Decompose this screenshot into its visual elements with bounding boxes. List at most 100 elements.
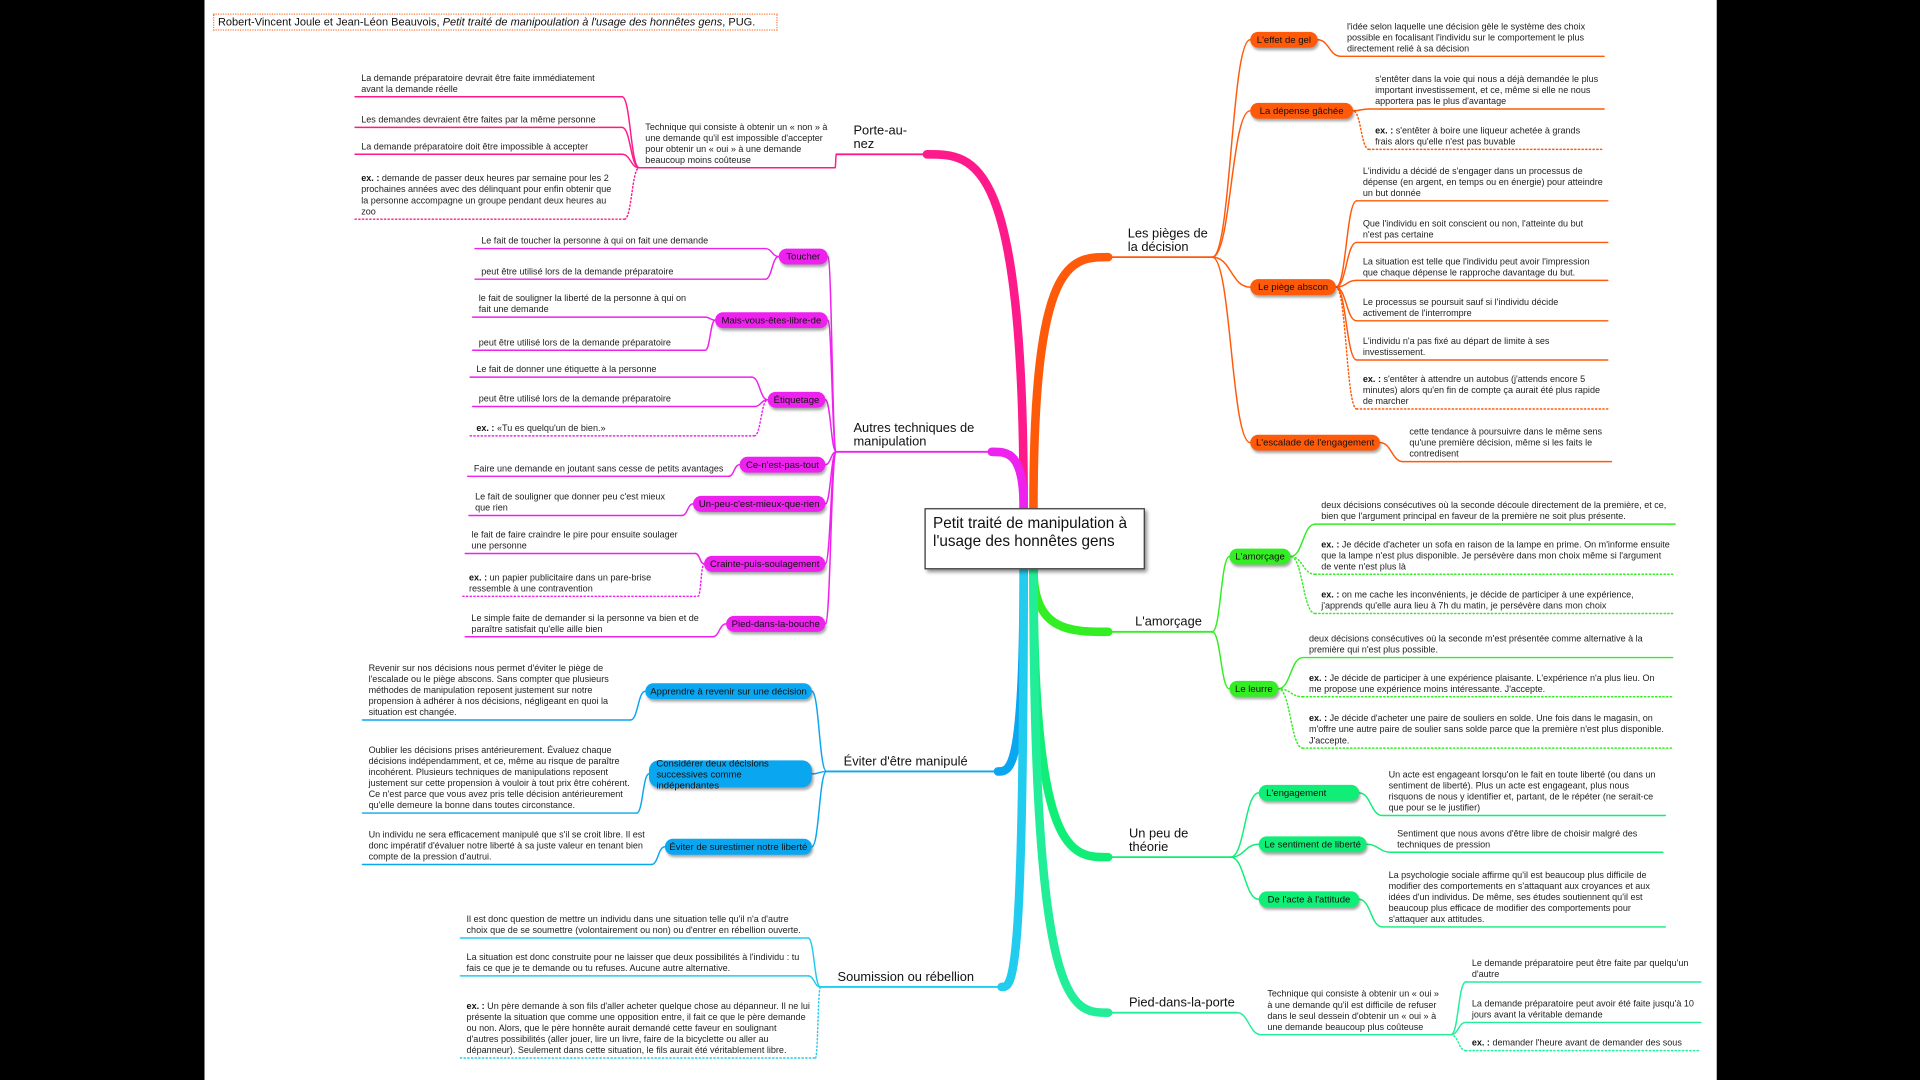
- node-mais-vous-etes-libre-de[interactable]: Mais-vous-êtes-libre-de: [715, 312, 828, 329]
- node-etiquetage[interactable]: Étiquetage: [767, 391, 826, 408]
- example-leaf[interactable]: ex. : Je décide de participer à une expé…: [1303, 667, 1673, 696]
- node-apprendre-a-revenir[interactable]: Apprendre à revenir sur une décision: [645, 683, 812, 700]
- leaf[interactable]: deux décisions consécutives où la second…: [1315, 496, 1675, 524]
- leaf-text: Je décide d'acheter une paire de soulier…: [1308, 712, 1664, 746]
- leaf-text: Je décide d'acheter un sofa en raison de…: [1321, 538, 1670, 572]
- node-considerer-deux-decisions[interactable]: Considérer deux décisions successives co…: [648, 757, 812, 790]
- example-leaf[interactable]: ex. : «Tu es quelqu'un de bien.»: [470, 419, 754, 436]
- leaf-text: Je décide de participer à une expérience…: [1308, 672, 1655, 695]
- leaf[interactable]: Revenir sur nos décisions nous permet d'…: [362, 659, 630, 720]
- leaf[interactable]: s'entêter dans la voie qui nous a déjà d…: [1369, 69, 1604, 109]
- leaf[interactable]: peut être utilisé lors de la demande pré…: [473, 331, 706, 351]
- node-ce-n-est-pas-tout[interactable]: Ce-n'est-pas-tout: [739, 456, 826, 473]
- example-leaf[interactable]: ex. : un papier publicitaire dans un par…: [463, 567, 698, 596]
- leaf[interactable]: Que l'individu en soit conscient ou non,…: [1357, 212, 1608, 243]
- leaf-text: L'individu a décidé de s'engager dans un…: [1362, 165, 1603, 199]
- leaf-text: Un acte est engageant lorsqu'on le fait …: [1388, 768, 1656, 814]
- example-leaf[interactable]: ex. : demander l'heure avant de demander…: [1466, 1035, 1701, 1051]
- leaf[interactable]: La demande préparatoire peut avoir été f…: [1466, 993, 1701, 1022]
- leaf[interactable]: La demande préparatoire doit être imposs…: [355, 138, 622, 154]
- example-leaf[interactable]: ex. : on me cache les inconvénients, je …: [1315, 588, 1675, 614]
- leaf[interactable]: l'idée selon laquelle une décision gèle …: [1341, 18, 1604, 56]
- node-engagement[interactable]: L'engagement: [1258, 784, 1360, 801]
- leaf[interactable]: Le simple faite de demander si la person…: [465, 607, 712, 636]
- node-label: La dépense gâchée: [1259, 105, 1344, 117]
- leaf[interactable]: cette tendance à poursuivre dans le même…: [1403, 421, 1611, 461]
- leaf-text: Oublier les décisions prises antérieurem…: [368, 744, 630, 811]
- example-leaf[interactable]: ex. : Un père demande à son fils d'aller…: [460, 987, 815, 1058]
- leaf-text: peut être utilisé lors de la demande pré…: [478, 393, 671, 405]
- leaf[interactable]: Le fait de donner une étiquette à la per…: [470, 360, 752, 377]
- node-escalade-engagement[interactable]: L'escalade de l'engagement: [1250, 434, 1381, 451]
- leaf[interactable]: Les demandes devraient être faites par l…: [355, 110, 622, 127]
- leaf[interactable]: Oublier les décisions prises antérieurem…: [362, 731, 636, 813]
- leaf[interactable]: Le fait de souligner que donner peu c'es…: [469, 487, 682, 515]
- leaf[interactable]: le fait de souligner la liberté de la pe…: [473, 290, 706, 317]
- topic-amorcage[interactable]: L'amorçage: [1108, 611, 1212, 632]
- node-crainte-puis-soulagement[interactable]: Crainte-puis-soulagement: [704, 555, 826, 572]
- topic-label: Pied-dans-la-porte: [1128, 995, 1235, 1011]
- leaf[interactable]: L'individu a décidé de s'engager dans un…: [1357, 160, 1608, 200]
- leaf[interactable]: le fait de faire craindre le pire pour e…: [465, 527, 695, 554]
- leaf-text: La demande préparatoire peut avoir été f…: [1471, 997, 1694, 1021]
- node-amorcage[interactable]: L'amorçage: [1229, 548, 1291, 565]
- node-un-peu-c-est-mieux-que-rien[interactable]: Un-peu-c'est-mieux-que-rien: [693, 495, 826, 512]
- citation[interactable]: Robert-Vincent Joule et Jean-Léon Beauvo…: [213, 13, 778, 31]
- topic-porte-au-nez[interactable]: Porte-au-nez: [836, 124, 927, 155]
- example-leaf[interactable]: ex. : s'entêter à boire une liqueur ache…: [1369, 121, 1604, 149]
- node-piege-abscon[interactable]: Le piège abscon: [1250, 279, 1336, 296]
- topic-label: Soumission ou rébellion: [837, 969, 975, 985]
- node-label: Mais-vous-êtes-libre-de: [721, 314, 822, 326]
- topic-label: Autres techniques de manipulation: [853, 421, 975, 450]
- leaf[interactable]: Faire une demande en joutant sans cesse …: [468, 448, 729, 476]
- leaf[interactable]: La situation est donc construite pour ne…: [460, 947, 808, 976]
- leaf-text: La situation est donc construite pour ne…: [466, 951, 800, 974]
- ex-label: ex. :: [1362, 373, 1381, 385]
- leaf-text: Un père demande à son fils d'aller achet…: [466, 1000, 810, 1056]
- node-eviter-de-surestimer[interactable]: Éviter de surestimer notre liberté: [664, 838, 812, 855]
- leaf[interactable]: La psychologie sociale affirme qu'il est…: [1382, 867, 1665, 927]
- node-de-l-acte-a-l-attitude[interactable]: De l'acte à l'attitude: [1258, 891, 1360, 908]
- node-sentiment-de-liberte[interactable]: Le sentiment de liberté: [1258, 836, 1367, 853]
- leaf-text: Le demande préparatoire peut être faite …: [1471, 957, 1689, 980]
- leaf[interactable]: Le processus se poursuit sauf si l'indiv…: [1357, 293, 1608, 321]
- example-leaf[interactable]: ex. : Je décide d'acheter un sofa en rai…: [1315, 535, 1675, 574]
- leaf[interactable]: Le demande préparatoire peut être faite …: [1466, 954, 1701, 982]
- topic-eviter-d-etre-manipule[interactable]: Éviter d'être manipulé: [827, 752, 998, 772]
- leaf-text: L'individu n'a pas fixé au départ de lim…: [1362, 335, 1550, 358]
- node-effet-de-gel[interactable]: L'effet de gel: [1250, 31, 1318, 48]
- definition-pied-dans-la-porte[interactable]: Technique qui consiste à obtenir un « ou…: [1261, 972, 1451, 1034]
- leaf[interactable]: peut être utilisé lors de la demande pré…: [473, 389, 755, 406]
- node-pied-dans-la-bouche[interactable]: Pied-dans-la-bouche: [726, 615, 826, 632]
- leaf[interactable]: peut être utilisé lors de la demande pré…: [475, 260, 765, 280]
- topic-autres-techniques[interactable]: Autres techniques de manipulation: [836, 416, 992, 452]
- leaf-text: cette tendance à poursuivre dans le même…: [1409, 426, 1603, 460]
- leaf[interactable]: Un acte est engageant lorsqu'on le fait …: [1382, 767, 1665, 816]
- topic-pied-dans-la-porte[interactable]: Pied-dans-la-porte: [1108, 992, 1237, 1013]
- node-label: Crainte-puis-soulagement: [710, 558, 820, 570]
- example-leaf[interactable]: ex. : s'entêter à attendre un autobus (j…: [1357, 370, 1610, 409]
- leaf[interactable]: Il est donc question de mettre un indivi…: [460, 898, 808, 938]
- topic-les-pieges-de-la-decision[interactable]: Les pièges de la décision: [1108, 223, 1212, 257]
- definition-porte-au-nez[interactable]: Technique qui consiste à obtenir un « no…: [639, 120, 835, 168]
- node-label: Pied-dans-la-bouche: [731, 618, 820, 630]
- leaf-text: Le fait de donner une étiquette à la per…: [476, 363, 657, 375]
- leaf[interactable]: Le fait de toucher la personne à qui on …: [475, 231, 765, 248]
- node-depense-gachee[interactable]: La dépense gâchée: [1250, 102, 1354, 119]
- leaf[interactable]: Sentiment que nous avons d'être libre de…: [1391, 828, 1663, 852]
- leaf[interactable]: L'individu n'a pas fixé au départ de lim…: [1357, 332, 1608, 360]
- node-label: Un-peu-c'est-mieux-que-rien: [698, 498, 820, 510]
- example-leaf[interactable]: ex. : demande de passer deux heures par …: [355, 170, 624, 219]
- leaf[interactable]: deux décisions consécutives où la second…: [1303, 628, 1673, 657]
- leaf-text: deux décisions consécutives où la second…: [1308, 633, 1643, 656]
- leaf[interactable]: La demande préparatoire devrait être fai…: [355, 71, 622, 97]
- example-leaf[interactable]: ex. : Je décide d'acheter une paire de s…: [1303, 708, 1673, 748]
- topic-label: Les pièges de la décision: [1127, 226, 1208, 255]
- central-topic[interactable]: Petit traité de manipulation à l'usage d…: [924, 508, 1145, 570]
- leaf[interactable]: Un individu ne sera efficacement manipul…: [362, 825, 651, 864]
- leaf[interactable]: La situation est telle que l'individu pe…: [1357, 252, 1608, 280]
- topic-un-peu-de-theorie[interactable]: Un peu de théorie: [1108, 827, 1230, 858]
- node-toucher[interactable]: Toucher: [778, 248, 828, 265]
- topic-soumission-ou-rebellion[interactable]: Soumission ou rébellion: [820, 967, 1001, 987]
- node-leurre[interactable]: Le leurre: [1229, 680, 1279, 697]
